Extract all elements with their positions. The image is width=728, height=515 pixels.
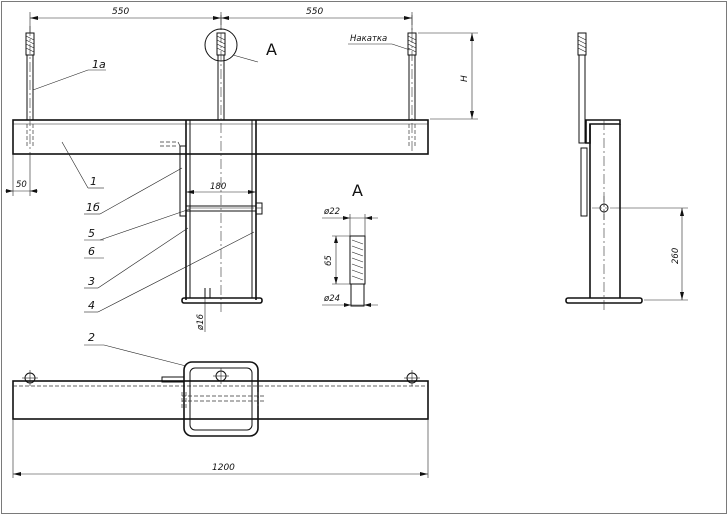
- part-1-label: 1: [90, 175, 97, 188]
- part-5-label: 5: [88, 227, 95, 240]
- dim-180-label: 180: [210, 182, 226, 192]
- bolt-right: [407, 15, 417, 152]
- dim-h-label: H: [460, 75, 470, 82]
- dim-550-right: 550: [306, 7, 323, 17]
- view-callout-label: A: [266, 40, 277, 59]
- dim-1200-label: 1200: [212, 463, 235, 473]
- detail-dia22-label: ø22: [323, 207, 340, 217]
- part-3-label: 3: [88, 275, 95, 288]
- front-view: A: [5, 7, 478, 332]
- dim-1200: 1200: [12, 419, 429, 478]
- dim-dia16-label: ø16: [196, 313, 206, 331]
- top-view: 2: [12, 331, 429, 437]
- dim-260-label: 260: [671, 248, 681, 264]
- part-4-label: 4: [88, 299, 95, 312]
- part-1b-label: 1б: [86, 201, 100, 214]
- detail-a-view: A ø22 65 ø24: [322, 181, 378, 307]
- dim-h: H: [418, 32, 478, 120]
- detail-dia24-label: ø24: [323, 294, 340, 304]
- bolt-middle: [216, 15, 226, 312]
- bolt-left: [25, 26, 35, 152]
- detail-65-label: 65: [324, 255, 334, 266]
- dim-dia16: ø16: [196, 298, 206, 332]
- top-beam: [12, 380, 429, 420]
- main-beam: [12, 119, 429, 155]
- part-1a-label: 1а: [92, 58, 106, 71]
- knurling-note: Накатка: [348, 34, 411, 51]
- dim-50: 50: [5, 152, 38, 196]
- dim-50-label: 50: [16, 180, 27, 190]
- part-2-label: 2: [88, 331, 95, 344]
- dim-top: 550 550: [29, 7, 413, 33]
- detail-a-title: A: [352, 181, 363, 200]
- side-view: 260: [565, 32, 688, 312]
- vertical-frame: [160, 120, 263, 304]
- dim-180: 180: [186, 182, 256, 194]
- part-leaders: 1а 1 1б 5 6 3 4: [32, 58, 255, 313]
- dim-550-left: 550: [112, 7, 129, 17]
- part-6-label: 6: [88, 245, 95, 258]
- knurling-label: Накатка: [350, 34, 387, 44]
